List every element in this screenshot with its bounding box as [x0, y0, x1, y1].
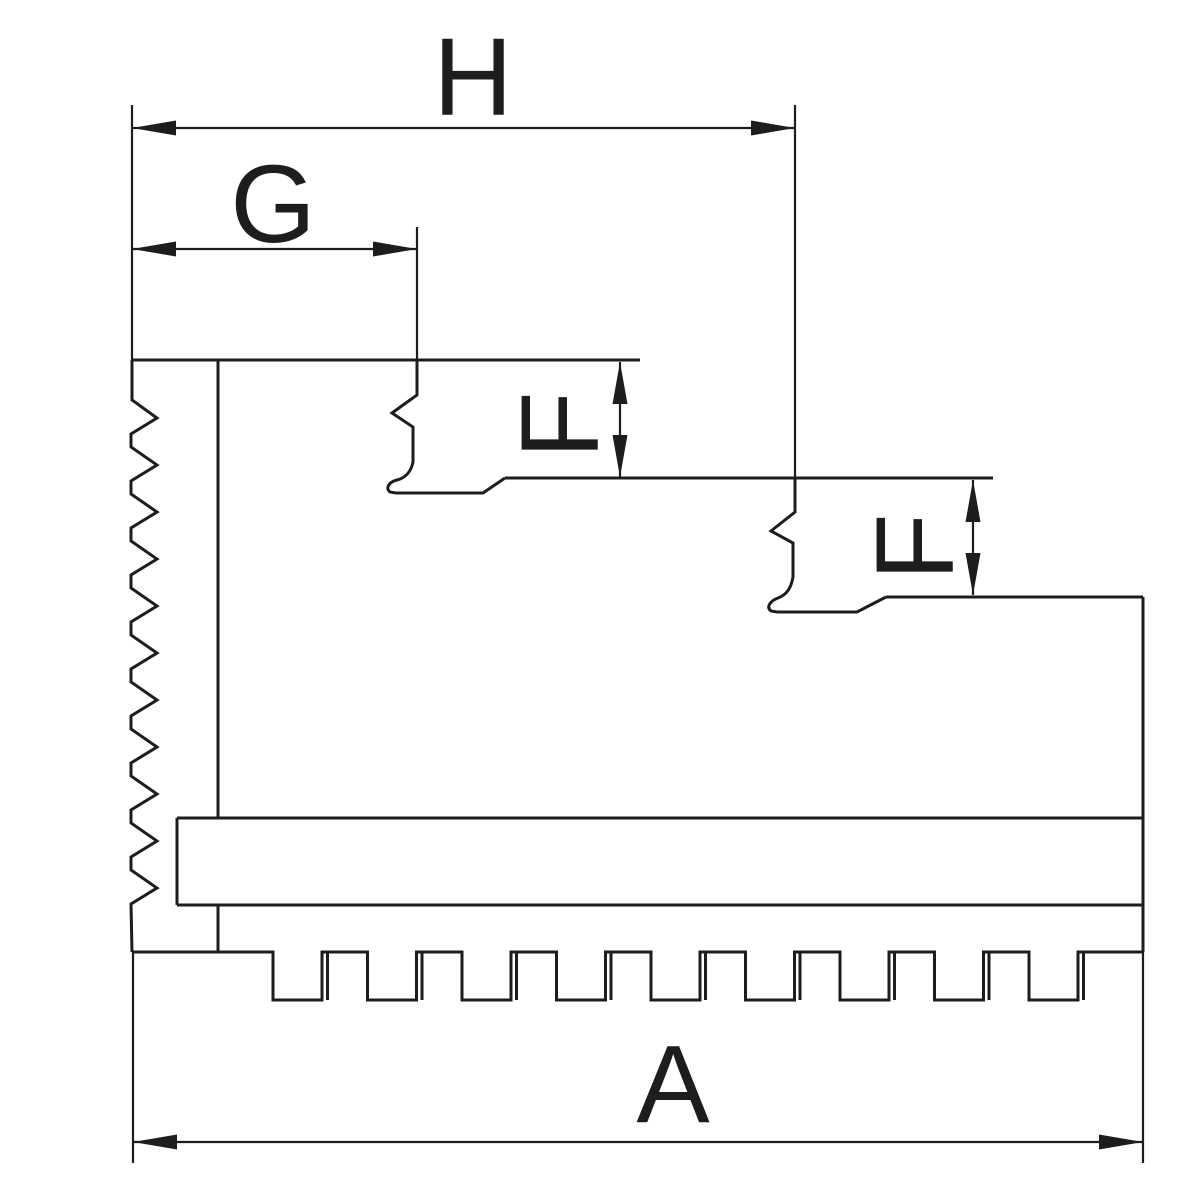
dimension-f-lower-arrow-down — [965, 553, 981, 595]
comb-teeth-flank-edges — [326, 952, 1085, 1000]
dimension-g: G — [132, 143, 417, 266]
dimension-g-arrow-right — [373, 241, 417, 257]
step-2-face-profile — [767, 478, 887, 614]
dimension-h-arrow-left — [132, 120, 176, 136]
left-serrated-edge — [129, 360, 160, 953]
dimension-f-upper: F — [499, 362, 628, 477]
dimension-h: H — [132, 16, 795, 139]
dimension-g-label: G — [230, 143, 316, 266]
dimension-h-arrow-right — [751, 120, 795, 136]
dimension-f-upper-label: F — [499, 391, 622, 458]
dimension-f-lower-arrow-up — [965, 480, 981, 522]
dimension-a-arrow-left — [133, 1134, 177, 1150]
dimension-f-lower: F — [854, 480, 981, 595]
dimension-f-upper-arrow-up — [612, 362, 628, 404]
part-outline — [129, 358, 1145, 1002]
dimension-f-lower-label: F — [854, 513, 977, 580]
dimensioning: H G F F — [130, 16, 1145, 1163]
dimension-h-label: H — [433, 16, 512, 139]
dimension-a-label: A — [636, 1023, 710, 1146]
dimension-f-upper-arrow-down — [612, 435, 628, 477]
dimension-a-arrow-right — [1099, 1134, 1143, 1150]
bottom-comb-teeth — [133, 950, 1143, 1002]
dimension-a: A — [133, 1023, 1143, 1150]
step-1-face-profile — [386, 360, 506, 495]
dimension-g-arrow-left — [132, 241, 176, 257]
